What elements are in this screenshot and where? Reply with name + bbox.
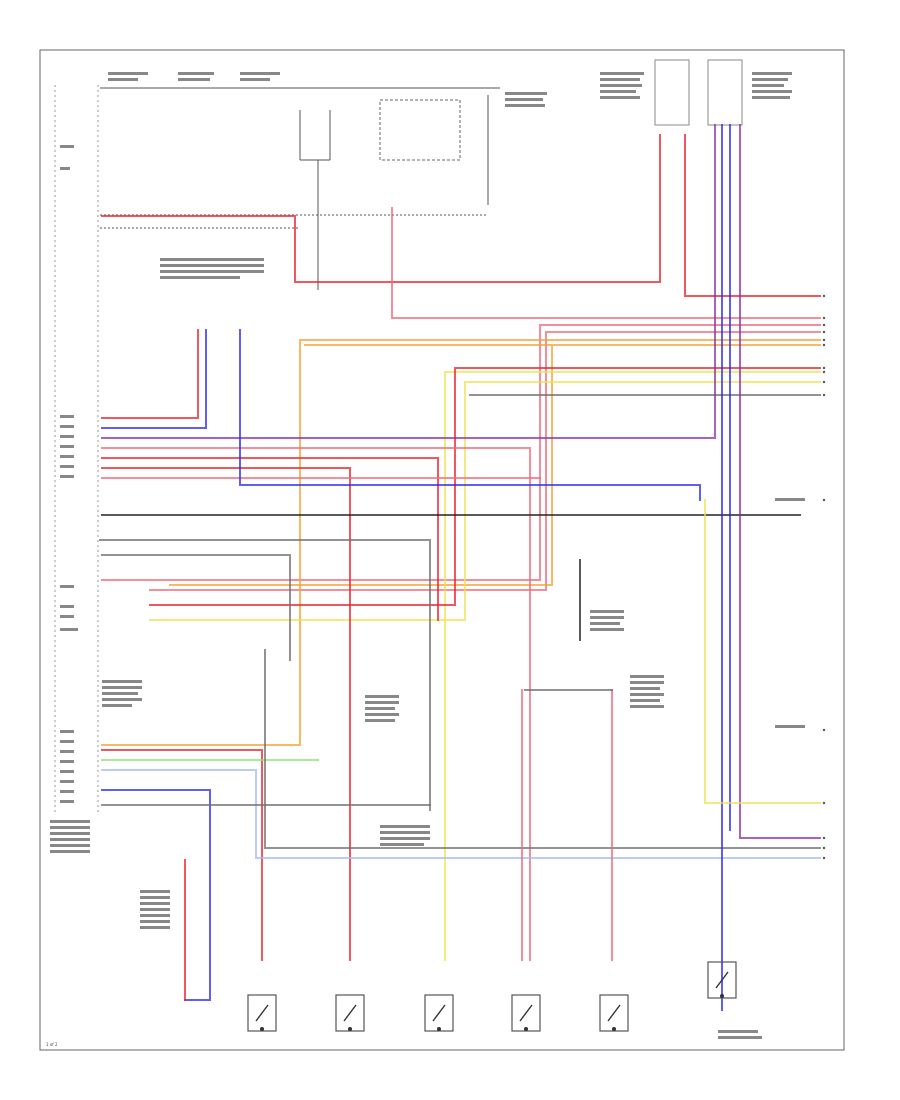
- wire-yellow-31: [704, 499, 821, 804]
- wire-red-8: [149, 367, 821, 606]
- wire-gray-27: [264, 649, 821, 849]
- wire-purple-13: [101, 124, 716, 439]
- switch-icon: [599, 994, 629, 1032]
- terminal-15: [822, 856, 826, 860]
- wire-pink-2: [391, 207, 821, 319]
- switch-icon: [511, 994, 541, 1032]
- component-layer: [247, 961, 737, 1032]
- terminal-4: [822, 338, 826, 342]
- wire-pink-3: [101, 324, 821, 581]
- label-marks: [50, 72, 805, 1039]
- terminal-0: [822, 294, 826, 298]
- terminal-8: [822, 380, 826, 384]
- terminal-7: [822, 370, 826, 374]
- wire-yellow-7: [444, 371, 821, 961]
- wire-layer: [99, 124, 821, 1011]
- terminal-11: [822, 728, 826, 732]
- terminal-14: [822, 846, 826, 850]
- terminal-layer: [822, 294, 826, 860]
- wire-red-16: [101, 467, 351, 961]
- wire-pink-4: [149, 331, 821, 591]
- wire-purple-28: [739, 124, 821, 839]
- terminal-5: [822, 343, 826, 347]
- wire-gray-19: [99, 539, 431, 811]
- wire-blue-25: [101, 789, 211, 1001]
- wire-gray-20: [101, 554, 291, 661]
- switch-icon: [424, 994, 454, 1032]
- connector-top-right-1: [654, 59, 690, 126]
- wire-lightblue-24: [101, 769, 821, 859]
- diagram-frame: [39, 49, 845, 1051]
- switch-icon: [335, 994, 365, 1032]
- wire-blue-12: [101, 329, 207, 429]
- wire-red-0: [101, 134, 661, 283]
- terminal-9: [822, 393, 826, 397]
- switch-icon: [247, 994, 277, 1032]
- relay-box: [379, 99, 461, 161]
- connector-top-right-2: [707, 59, 743, 126]
- terminal-1: [822, 316, 826, 320]
- terminal-3: [822, 330, 826, 334]
- terminal-2: [822, 323, 826, 327]
- wire-orange-6: [169, 344, 821, 586]
- terminal-12: [822, 801, 826, 805]
- terminal-6: [822, 366, 826, 370]
- wire-pink-14: [101, 447, 531, 961]
- wire-blue-18: [239, 329, 701, 501]
- wire-orange-5: [101, 339, 821, 746]
- footer-code: 1 of 2: [46, 1042, 58, 1047]
- wire-red-11: [101, 329, 199, 419]
- terminal-13: [822, 836, 826, 840]
- wire-red-15: [101, 457, 439, 621]
- wire-red-1: [684, 134, 821, 297]
- switch-icon: [707, 961, 737, 999]
- terminal-10: [822, 498, 826, 502]
- wire-red-22: [101, 749, 263, 961]
- wire-yellow-9: [149, 381, 821, 621]
